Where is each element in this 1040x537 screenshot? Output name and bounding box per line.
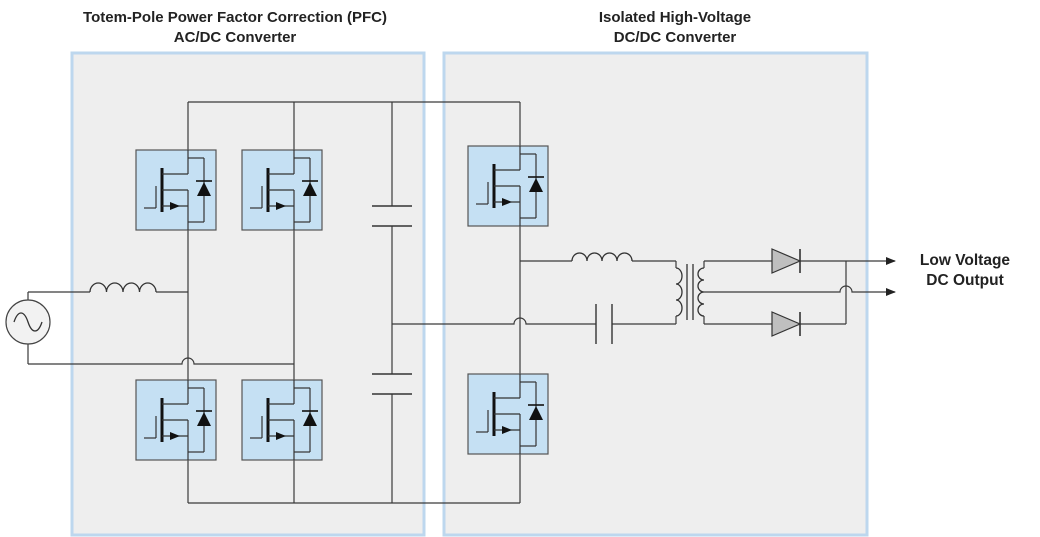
mosfet-icon bbox=[466, 144, 550, 228]
diode-icon bbox=[771, 248, 802, 274]
pfc-title-line2: AC/DC Converter bbox=[173, 29, 297, 46]
pfc-title-line1: Totem-Pole Power Factor Correction (PFC) bbox=[83, 9, 387, 26]
ac-source-icon bbox=[5, 299, 51, 345]
output-label-line2: DC Output bbox=[926, 272, 1004, 289]
capacitor-icon bbox=[372, 205, 412, 227]
pfc-section-title: Totem-Pole Power Factor Correction (PFC)… bbox=[20, 8, 450, 48]
mosfet-icon bbox=[466, 372, 550, 456]
capacitor-icon bbox=[595, 304, 613, 344]
dcdc-block bbox=[442, 51, 869, 537]
pfc-block bbox=[70, 51, 426, 537]
capacitor-icon bbox=[372, 373, 412, 395]
output-label: Low Voltage DC Output bbox=[895, 251, 1035, 291]
inductor-icon bbox=[89, 282, 157, 293]
wiring bbox=[27, 101, 896, 504]
mosfet-icon bbox=[134, 378, 218, 462]
mosfet-icon bbox=[240, 148, 324, 232]
inductor-icon bbox=[571, 252, 633, 262]
output-label-line1: Low Voltage bbox=[919, 252, 1011, 269]
mosfet-icon bbox=[134, 148, 218, 232]
transformer-icon bbox=[675, 264, 705, 320]
dcdc-title-line2: DC/DC Converter bbox=[613, 29, 737, 46]
dcdc-section-title: Isolated High-Voltage DC/DC Converter bbox=[520, 8, 830, 48]
dcdc-title-line1: Isolated High-Voltage bbox=[598, 9, 752, 26]
mosfet-icon bbox=[240, 378, 324, 462]
diode-icon bbox=[771, 311, 802, 337]
